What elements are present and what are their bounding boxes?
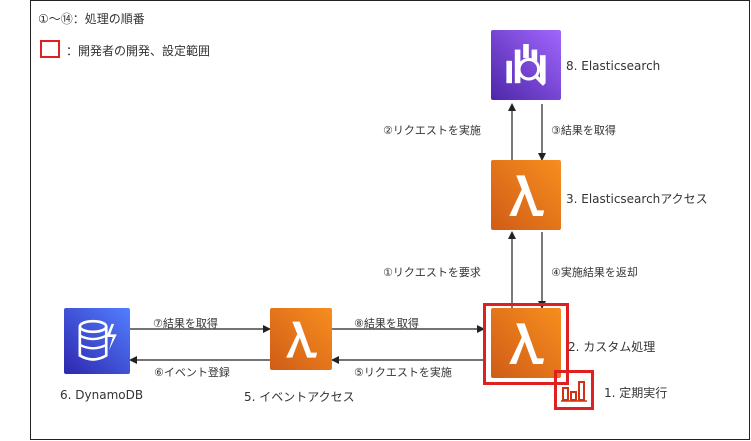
edge-label-5: ⑤リクエストを実施 bbox=[354, 366, 452, 379]
event-access-lambda-node[interactable] bbox=[270, 308, 332, 370]
elasticsearch-label: 8. Elasticsearch bbox=[566, 59, 661, 73]
lambda-icon bbox=[286, 321, 318, 358]
dynamodb-icon bbox=[78, 319, 117, 361]
legend-range-note: ：開発者の開発、設定範囲 bbox=[66, 44, 211, 58]
lambda-icon bbox=[509, 323, 545, 364]
es-access-label: 3. Elasticsearchアクセス bbox=[566, 192, 708, 206]
es-access-lambda-node[interactable] bbox=[491, 160, 561, 230]
custom-highlight-box bbox=[483, 303, 569, 385]
edge-label-4: ④実施結果を返却 bbox=[551, 266, 638, 279]
dynamodb-node[interactable] bbox=[64, 308, 130, 374]
edge-label-3: ③結果を取得 bbox=[551, 124, 616, 137]
legend-highlight-swatch bbox=[40, 40, 60, 58]
diagram-frame bbox=[30, 0, 750, 440]
custom-lambda-node[interactable] bbox=[491, 308, 561, 378]
edge-label-1: ①リクエストを要求 bbox=[383, 266, 481, 279]
elasticsearch-node[interactable] bbox=[491, 30, 561, 100]
scheduled-label: 1. 定期実行 bbox=[604, 386, 668, 400]
legend-order-note: ①〜⑭：処理の順番 bbox=[38, 12, 145, 26]
edge-label-8: ⑧結果を取得 bbox=[354, 317, 419, 330]
lambda-icon bbox=[509, 175, 545, 216]
event-access-label: 5. イベントアクセス bbox=[244, 390, 355, 404]
elasticsearch-icon bbox=[506, 44, 546, 86]
cloudwatch-schedule-icon bbox=[561, 381, 587, 402]
custom-label: 2. カスタム処理 bbox=[568, 340, 656, 354]
edge-label-2: ②リクエストを実施 bbox=[383, 124, 481, 137]
scheduled-highlight-box bbox=[554, 370, 594, 410]
edge-label-6: ⑥イベント登録 bbox=[154, 366, 230, 379]
edge-label-7: ⑦結果を取得 bbox=[153, 317, 218, 330]
dynamodb-label: 6. DynamoDB bbox=[60, 388, 144, 402]
